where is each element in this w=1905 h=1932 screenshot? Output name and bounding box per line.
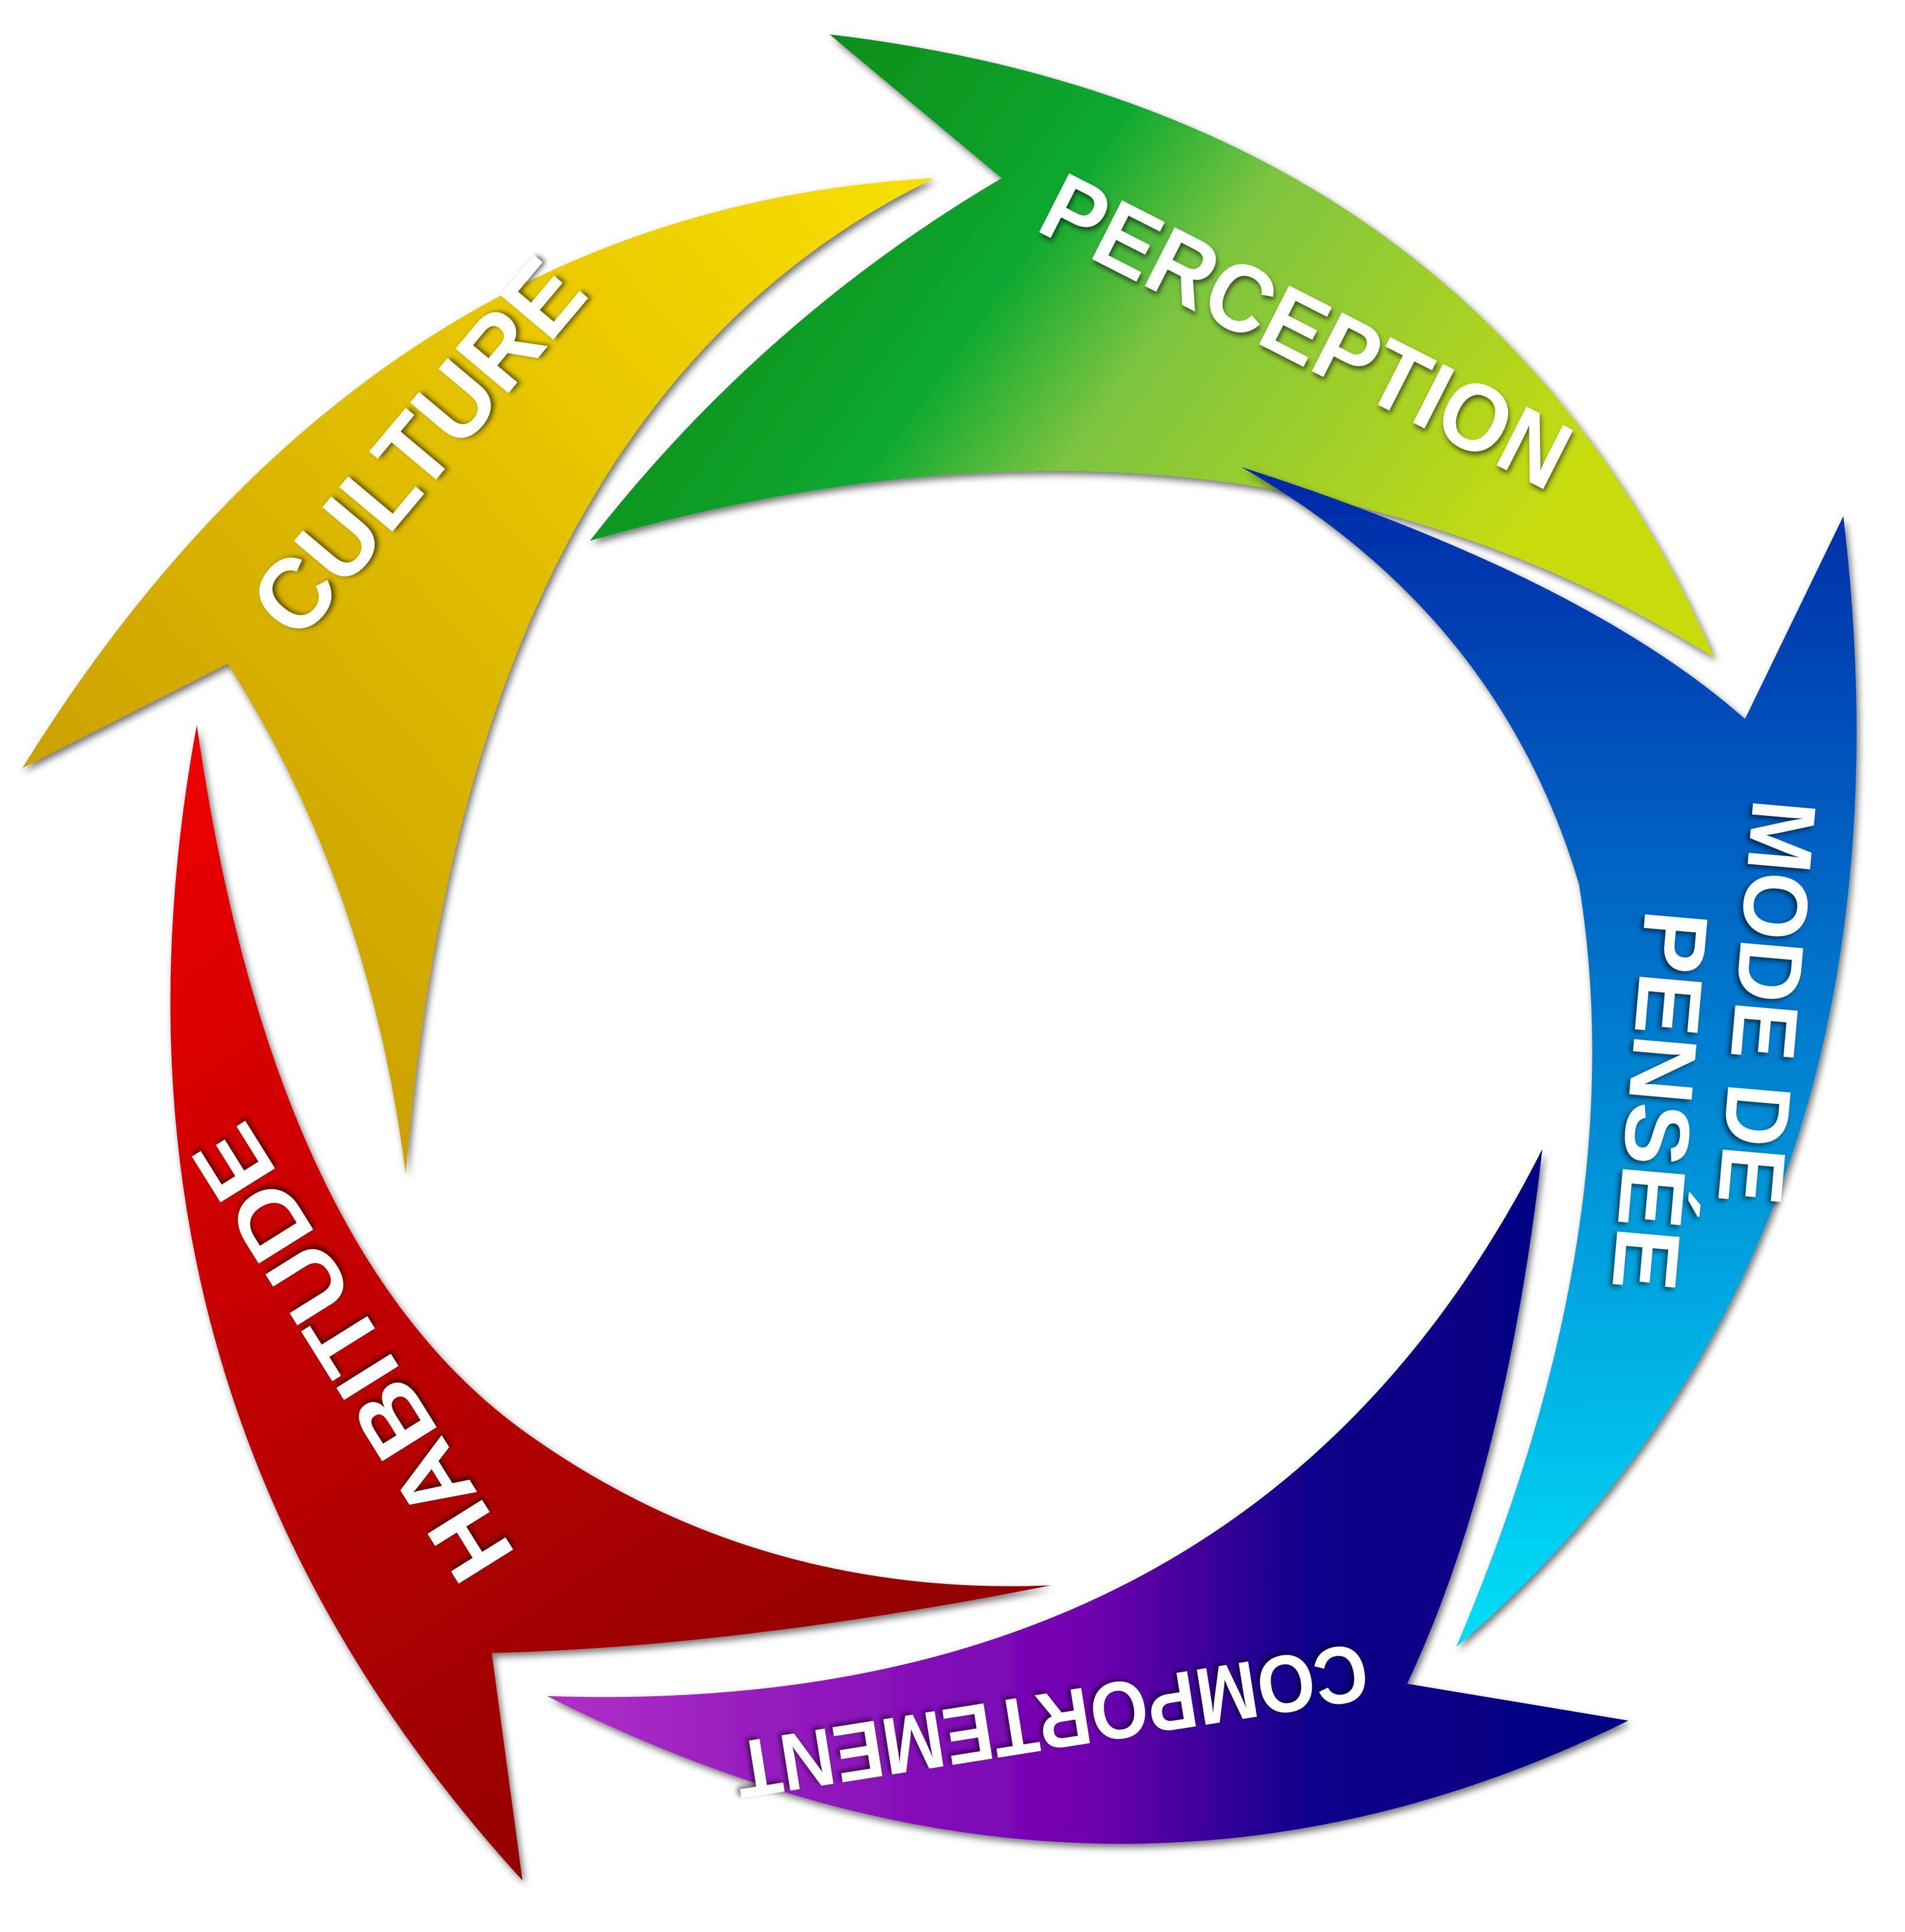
arrow-culture [22,178,934,1174]
arrow-mode-de-pensee [1241,467,1857,1647]
arrow-habitude [170,725,1051,1881]
arrow-comportement [547,1149,1629,1844]
arrow-perception [590,34,1715,658]
